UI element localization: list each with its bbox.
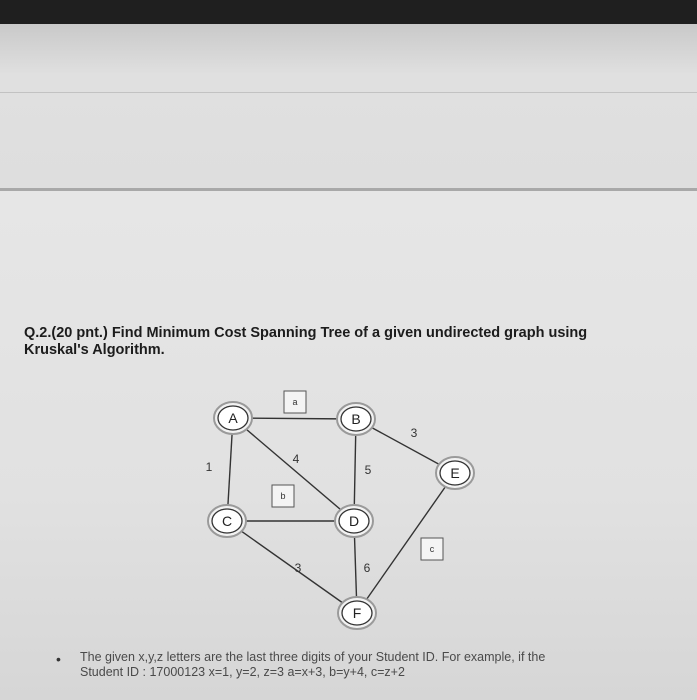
edge-A-C xyxy=(226,417,234,522)
node-C xyxy=(211,508,243,534)
edge-weight-C-F: 3 xyxy=(295,561,302,575)
question-points: (20 pnt.) xyxy=(51,325,108,341)
edge-E-F xyxy=(356,472,456,614)
header-band xyxy=(0,24,697,194)
node-A xyxy=(217,405,249,431)
divider-line xyxy=(0,188,697,191)
note-line-1: The given x,y,z letters are the last thr… xyxy=(80,650,546,664)
question-text: Q.2.(20 pnt.) Find Minimum Cost Spanning… xyxy=(24,325,664,359)
node-label-D: D xyxy=(349,513,359,529)
question-line-1: Q.2.(20 pnt.) Find Minimum Cost Spanning… xyxy=(24,325,664,342)
edge-weight-B-E: 3 xyxy=(411,426,418,440)
note-text: The given x,y,z letters are the last thr… xyxy=(80,650,680,680)
edge-weight-A-D: 4 xyxy=(293,452,300,466)
question-prompt: Find Minimum Cost Spanning Tree of a giv… xyxy=(111,325,588,341)
note-line-2: Student ID : 17000123 x=1, y=2, z=3 a=x+… xyxy=(80,665,405,679)
edge-weight-C-D: b xyxy=(280,491,285,501)
divider-line xyxy=(0,92,697,93)
weight-box-E-F xyxy=(420,537,444,561)
weight-box-A-B xyxy=(283,390,307,414)
edge-weight-A-C: 1 xyxy=(206,460,213,474)
question-number: Q.2. xyxy=(24,325,52,341)
bullet-icon: • xyxy=(56,651,61,667)
question-line-2: Kruskal's Algorithm. xyxy=(24,342,165,358)
top-dark-bar xyxy=(0,0,697,24)
node-label-E: E xyxy=(450,465,459,481)
node-label-A: A xyxy=(228,410,238,426)
edge-A-B xyxy=(232,417,357,420)
edge-weight-B-D: 5 xyxy=(365,463,372,477)
node-E xyxy=(439,460,471,486)
node-label-B: B xyxy=(351,411,360,427)
edge-weight-D-F: 6 xyxy=(364,561,371,575)
node-label-F: F xyxy=(353,605,362,621)
edge-A-D xyxy=(232,417,355,522)
edge-weight-A-B: a xyxy=(292,397,297,407)
edge-B-D xyxy=(353,418,357,522)
node-F xyxy=(341,600,373,626)
edge-C-F xyxy=(226,520,358,614)
weight-box-C-D xyxy=(271,484,295,508)
node-label-C: C xyxy=(222,513,232,529)
edge-weight-E-F: c xyxy=(430,544,435,554)
node-B xyxy=(340,406,372,432)
node-D xyxy=(338,508,370,534)
